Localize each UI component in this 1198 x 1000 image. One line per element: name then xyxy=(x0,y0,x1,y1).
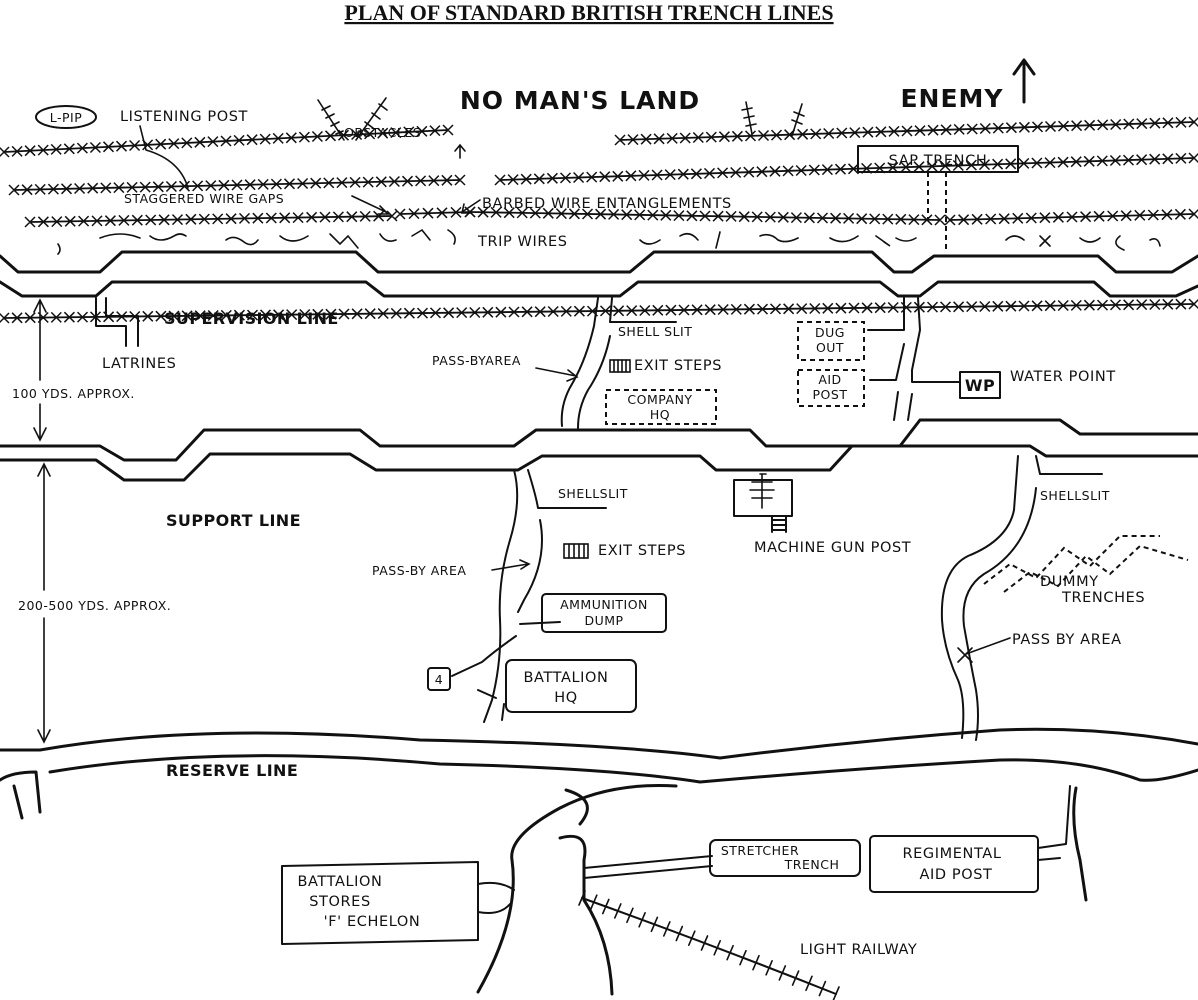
stretcher-trench: STRETCHER TRENCH xyxy=(583,839,861,879)
diagram-title: PLAN OF STANDARD BRITISH TRENCH LINES xyxy=(344,0,833,25)
company-hq: COMPANY HQ xyxy=(605,389,717,425)
support-shell-slit-right-label: SHELLSLIT xyxy=(1040,488,1110,503)
enemy-label: ENEMY xyxy=(900,84,1003,113)
listening-post-pointer xyxy=(139,125,189,189)
support-pass-by-arrow-icon xyxy=(491,559,531,571)
sap-trench: SAP TRENCH xyxy=(857,145,1019,252)
support-shell-slit-label: SHELLSLIT xyxy=(558,486,628,501)
distance-200-500yds-label: 200-500 YDS. APPROX. xyxy=(18,598,171,613)
reserve-trench xyxy=(0,727,1198,902)
battalion-stores-label-3: 'F' ECHELON xyxy=(324,914,421,930)
regimental-aid-post-label: REGIMENTAL xyxy=(903,846,1002,862)
listening-post-tag: L-PIP xyxy=(35,105,97,129)
light-railway xyxy=(578,890,840,1000)
dug-out-label: DUG xyxy=(815,325,845,340)
support-trench xyxy=(0,418,1198,482)
support-exit-steps-icon xyxy=(563,543,589,559)
support-communication-trench-right xyxy=(940,455,1103,741)
support-line-label: SUPPORT LINE xyxy=(166,511,301,530)
distance-200-500yds-marker xyxy=(37,462,51,744)
post-four-marker: 4 xyxy=(427,667,451,691)
ammunition-dump-label-2: DUMP xyxy=(584,613,623,628)
exit-steps-icon xyxy=(609,359,631,373)
company-hq-label-2: HQ xyxy=(650,407,670,422)
support-pass-by-right-label: PASS BY AREA xyxy=(1012,632,1122,648)
pass-by-right-pointer-icon xyxy=(957,637,1011,663)
stretcher-trench-label-2: TRENCH xyxy=(784,857,840,872)
machine-gun-post xyxy=(733,473,793,533)
wp-label: WP xyxy=(965,376,995,395)
trip-wires-label: TRIP WIRES xyxy=(477,234,568,250)
enemy-direction-arrow-icon xyxy=(1012,58,1036,104)
battalion-hq-label-2: HQ xyxy=(554,690,578,706)
distance-100yds-label: 100 YDS. APPROX. xyxy=(12,386,135,401)
trip-wires xyxy=(57,228,1161,255)
support-exit-steps-label: EXIT STEPS xyxy=(598,543,686,559)
light-railway-label: LIGHT RAILWAY xyxy=(800,942,917,958)
communication-trench-right xyxy=(867,297,961,421)
shell-slit-label: SHELL SLIT xyxy=(618,324,692,339)
water-point-label: WATER POINT xyxy=(1010,369,1116,385)
regimental-aid-post: REGIMENTAL AID POST xyxy=(869,785,1071,893)
post-four-label: 4 xyxy=(435,672,443,687)
machine-gun-post-label: MACHINE GUN POST xyxy=(754,540,911,556)
lpip-label: L-PIP xyxy=(50,110,83,125)
aid-post: AID POST xyxy=(797,369,865,407)
battalion-stores-label-2: STORES xyxy=(309,894,371,910)
battalion-stores: BATTALION STORES 'F' ECHELON xyxy=(281,861,515,945)
dug-out-label-2: OUT xyxy=(816,340,844,355)
water-point-box: WP xyxy=(959,371,1001,399)
battalion-hq: BATTALION HQ xyxy=(505,659,637,713)
aid-post-label-2: POST xyxy=(813,387,848,402)
regimental-aid-post-label-2: AID POST xyxy=(920,867,993,883)
fire-trench xyxy=(0,250,1198,298)
battalion-hq-label: BATTALION xyxy=(523,670,608,686)
latrines-label: LATRINES xyxy=(102,356,176,372)
reserve-line-label: RESERVE LINE xyxy=(166,761,298,780)
dummy-trenches xyxy=(983,535,1189,593)
exit-steps-label: EXIT STEPS xyxy=(634,358,722,374)
support-communication-trench-left xyxy=(451,469,607,723)
supervision-line-label: SUPERVISION LINE xyxy=(164,309,339,328)
distance-100yds-marker xyxy=(33,298,47,442)
company-hq-label: COMPANY xyxy=(627,392,692,407)
dummy-trenches-label: DUMMY xyxy=(1040,574,1099,590)
listening-post-label: LISTENING POST xyxy=(120,109,248,125)
ammunition-dump: AMMUNITION DUMP xyxy=(541,593,667,633)
barbed-wire-entanglements xyxy=(0,116,1198,228)
communication-trench-left xyxy=(560,297,677,429)
aid-post-label: AID xyxy=(818,372,841,387)
dug-out: DUG OUT xyxy=(797,321,865,361)
obstacles-arrow-icon xyxy=(454,143,466,159)
ammunition-dump-label: AMMUNITION xyxy=(560,597,648,612)
barbed-wire-arrow-icon xyxy=(461,199,481,214)
stretcher-trench-label: STRETCHER xyxy=(721,843,799,858)
wire-gaps-arrow-icon xyxy=(351,195,390,215)
barbed-wire-label: BARBED WIRE ENTANGLEMENTS xyxy=(482,196,732,212)
staggered-wire-gaps-label: STAGGERED WIRE GAPS xyxy=(124,191,284,206)
pass-by-area-label: PASS-BYAREA xyxy=(432,353,521,368)
support-pass-by-label: PASS-BY AREA xyxy=(372,563,466,578)
no-mans-land-label: NO MAN'S LAND xyxy=(460,86,700,115)
rear-communication-trench xyxy=(476,784,678,996)
pass-by-arrow-icon xyxy=(535,367,579,382)
latrines xyxy=(95,297,139,347)
sap-trench-label: SAP TRENCH xyxy=(889,153,988,169)
dummy-trenches-label-2: TRENCHES xyxy=(1061,590,1145,606)
battalion-stores-label: BATTALION xyxy=(297,874,382,890)
